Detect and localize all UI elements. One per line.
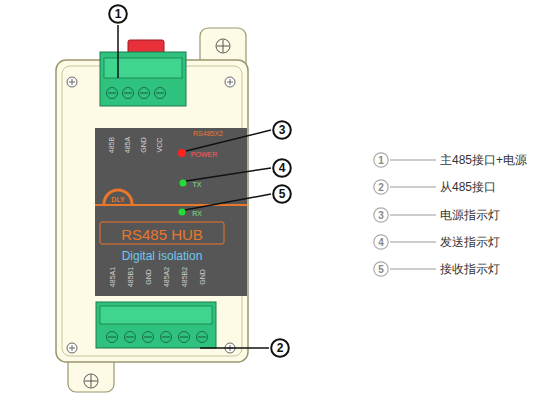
product-subtitle: Digital isolation (122, 250, 203, 262)
callout-number: 4 (373, 234, 389, 250)
model-label: RS485X2 (193, 130, 223, 137)
product-name: RS485 HUB (121, 227, 203, 242)
pin-label: GND (145, 269, 152, 285)
callout-number: 3 (373, 207, 389, 223)
legend-text: 主485接口+电源 (440, 154, 527, 166)
callout-number: 1 (373, 152, 389, 168)
legend-text: 从485接口 (440, 181, 496, 193)
pin-label: 485A1 (109, 267, 116, 287)
pin-label: GND (199, 269, 206, 285)
callout-circle: 4 (373, 234, 389, 250)
callout-circle: 3 (373, 207, 389, 223)
callout-circle: 1 (108, 4, 128, 24)
callout-circle: 2 (373, 179, 389, 195)
pin-label: 485B (108, 137, 115, 153)
led-label: POWER (191, 151, 217, 158)
callout-number: 5 (272, 184, 292, 204)
callout-circle: 3 (272, 120, 292, 140)
callout-number: 2 (270, 338, 290, 358)
logo-text: DLY (111, 196, 124, 203)
callout-number: 5 (373, 261, 389, 277)
pin-label: 485A2 (163, 267, 170, 287)
legend-text: 接收指示灯 (440, 263, 500, 275)
pin-label: GND (140, 137, 147, 153)
pin-label: VCC (156, 138, 163, 153)
callout-number: 3 (272, 120, 292, 140)
callout-circle: 4 (272, 158, 292, 178)
callout-circle: 2 (270, 338, 290, 358)
callout-circle: 1 (373, 152, 389, 168)
legend-text: 发送指示灯 (440, 236, 500, 248)
callout-number: 2 (373, 179, 389, 195)
led-label: RX (192, 210, 202, 217)
pin-label: 485A (124, 137, 131, 153)
led-label: TX (193, 181, 202, 188)
pin-label: 485B2 (181, 267, 188, 287)
callout-number: 1 (108, 4, 128, 24)
legend-text: 电源指示灯 (440, 209, 500, 221)
callout-number: 4 (272, 158, 292, 178)
callout-circle: 5 (373, 261, 389, 277)
callout-circle: 5 (272, 184, 292, 204)
pin-label: 485B1 (127, 267, 134, 287)
